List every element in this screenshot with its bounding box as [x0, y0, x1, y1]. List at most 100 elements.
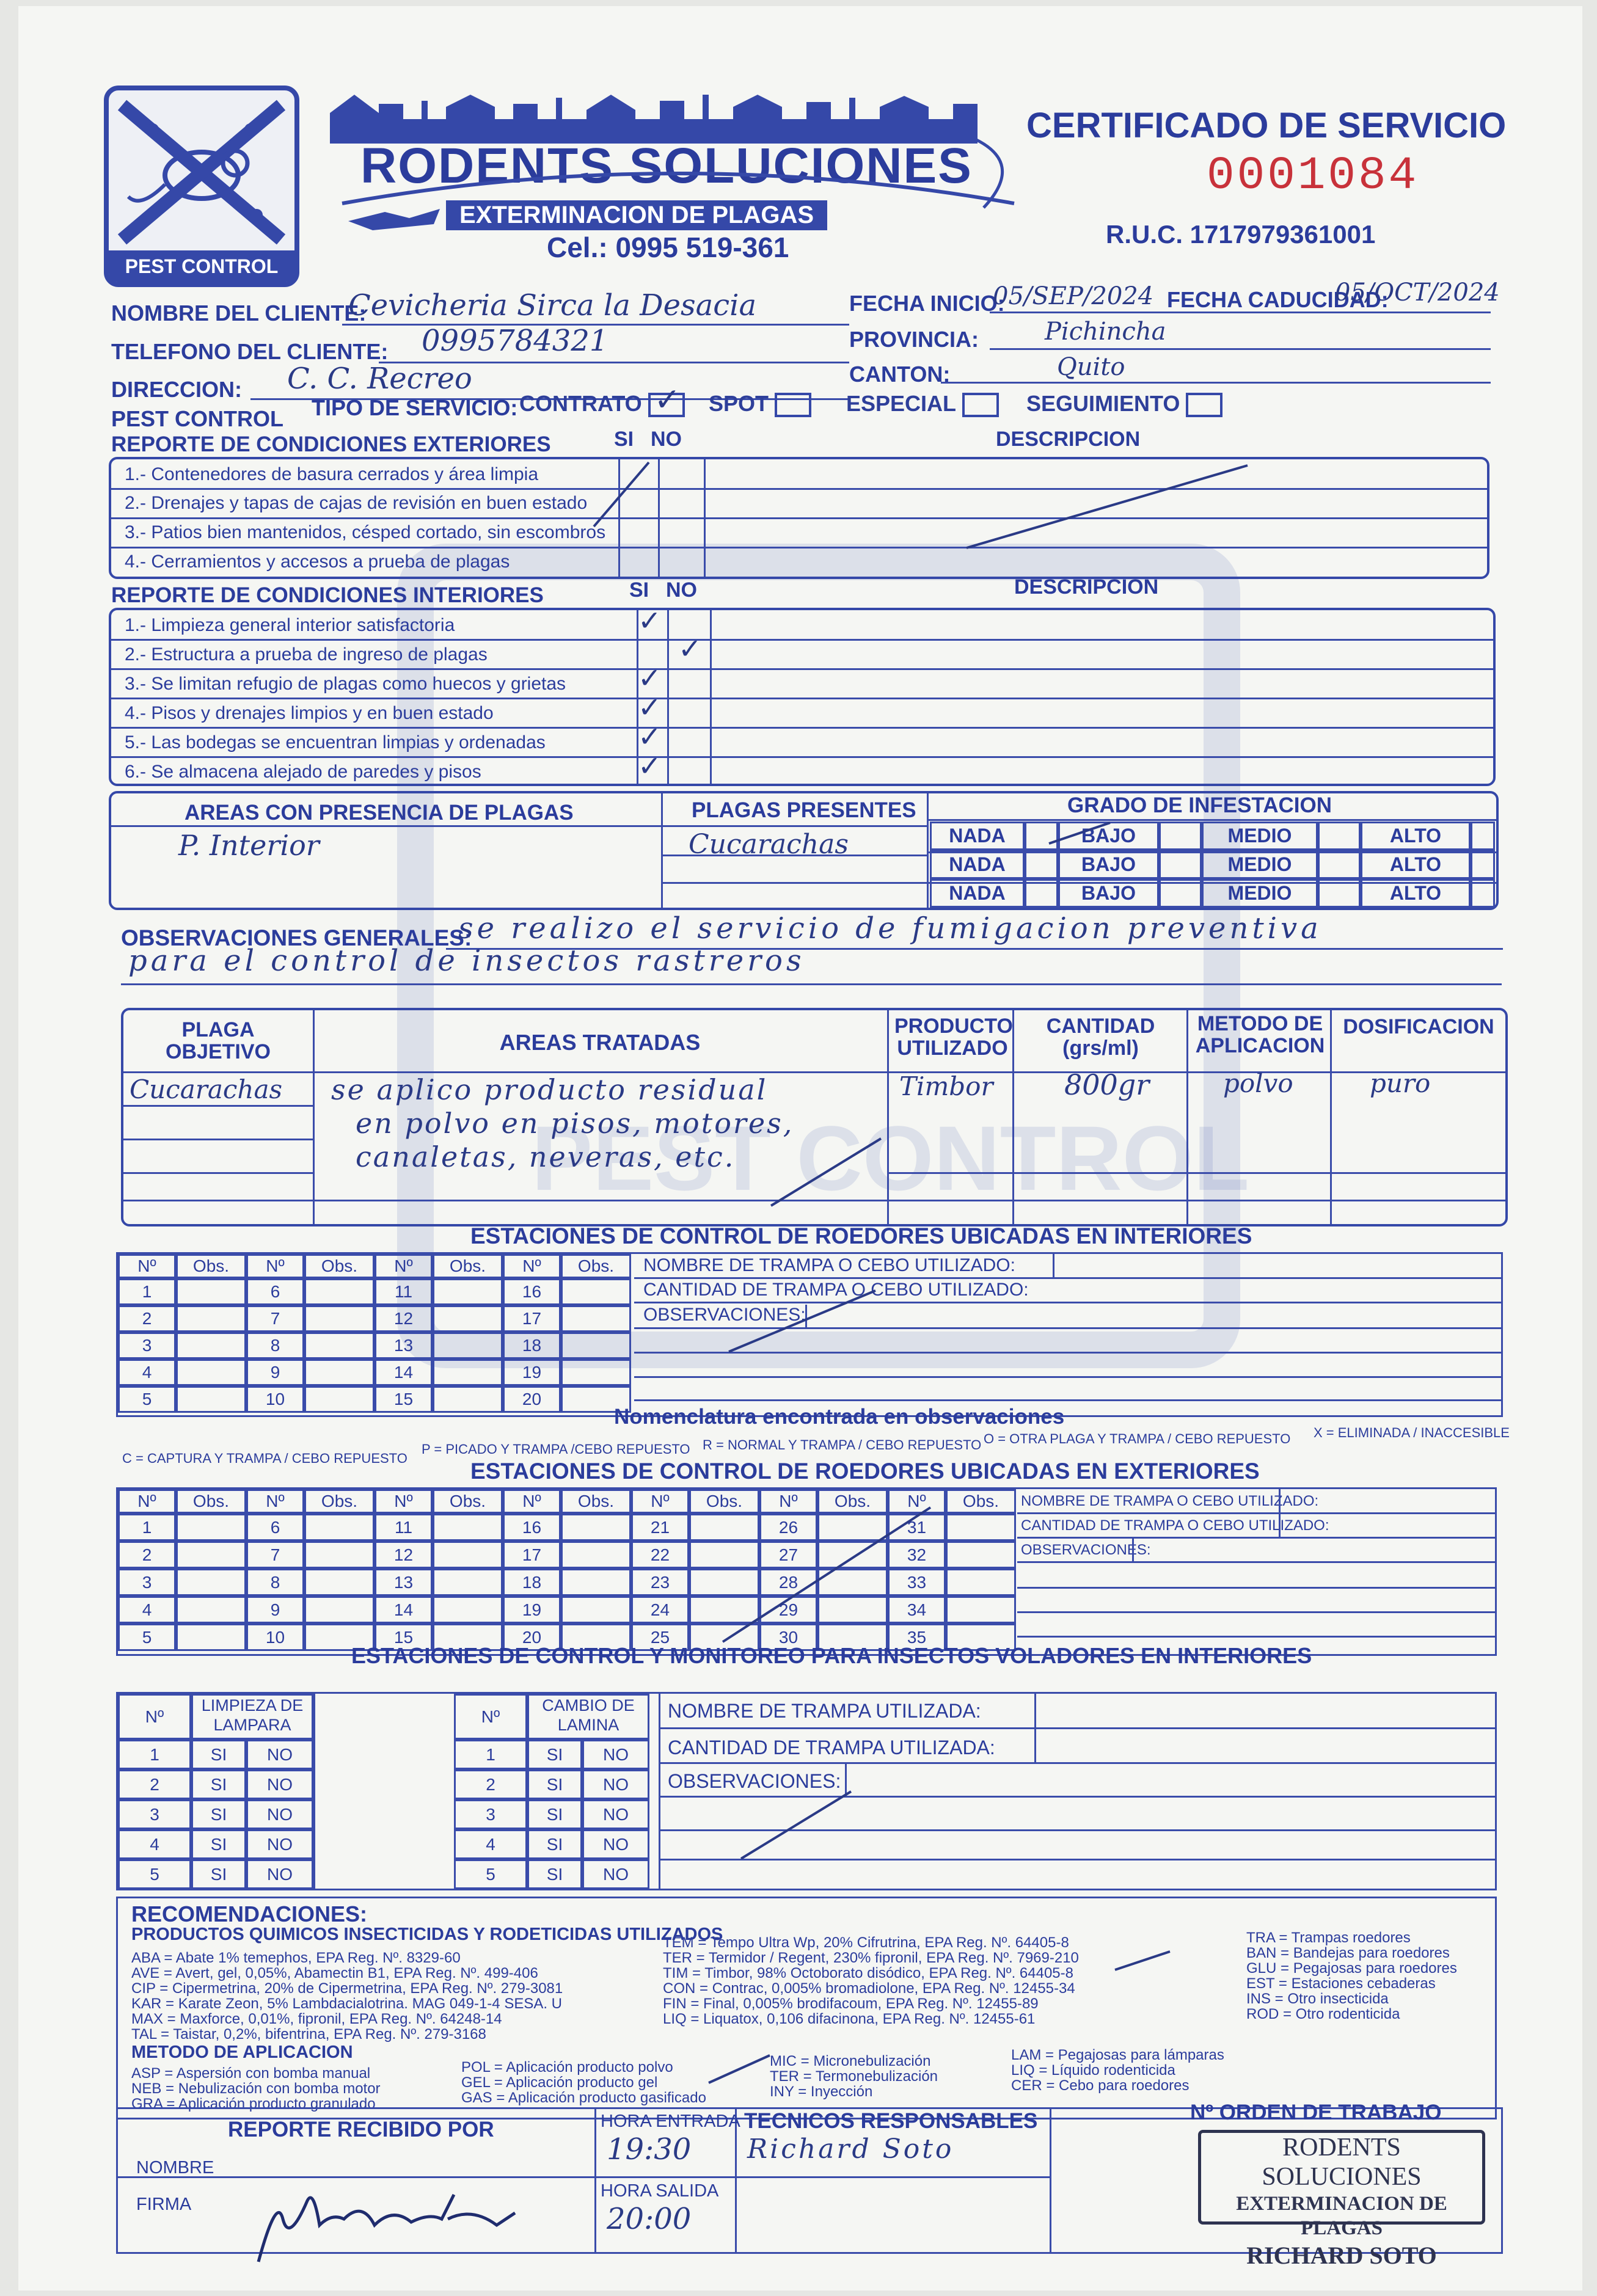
grade-check-cell[interactable]	[1471, 850, 1495, 879]
fly-no-option[interactable]: NO	[246, 1769, 313, 1799]
service-option-seguimiento[interactable]: SEGUIMIENTO	[1026, 391, 1223, 418]
station-obs-cell[interactable]	[689, 1569, 759, 1596]
fly-no-option[interactable]: NO	[246, 1829, 313, 1859]
grade-check-cell[interactable]	[1025, 850, 1058, 879]
grade-check-cell[interactable]	[1025, 822, 1058, 850]
grade-check-cell[interactable]	[1159, 879, 1202, 908]
station-obs-cell[interactable]	[433, 1541, 503, 1569]
station-obs-cell[interactable]	[561, 1596, 631, 1624]
station-obs-cell[interactable]	[304, 1278, 375, 1305]
station-obs-cell[interactable]	[304, 1514, 375, 1541]
station-obs-cell[interactable]	[689, 1514, 759, 1541]
grade-check-cell[interactable]	[1318, 850, 1361, 879]
station-obs-cell[interactable]	[433, 1596, 503, 1624]
station-obs-cell[interactable]	[433, 1514, 503, 1541]
station-number: 32	[888, 1541, 946, 1569]
station-obs-cell[interactable]	[433, 1569, 503, 1596]
station-obs-cell[interactable]	[561, 1332, 631, 1359]
grade-check-cell[interactable]	[1025, 879, 1058, 908]
service-option-especial[interactable]: ESPECIAL	[846, 391, 999, 418]
fly-si-option[interactable]: SI	[191, 1859, 246, 1889]
station-obs-cell[interactable]	[433, 1332, 503, 1359]
station-obs-cell[interactable]	[946, 1514, 1016, 1541]
fly-si-option[interactable]: SI	[527, 1829, 582, 1859]
rodent-interior-trap-qty-label: CANTIDAD DE TRAMPA O CEBO UTILIZADO:	[643, 1280, 1029, 1300]
station-obs-cell[interactable]	[176, 1624, 246, 1651]
station-obs-cell[interactable]	[176, 1569, 246, 1596]
service-option-contrato-checkbox[interactable]: ✓	[648, 382, 685, 418]
service-option-especial-checkbox[interactable]	[962, 393, 999, 418]
station-obs-cell[interactable]	[946, 1624, 1016, 1651]
station-obs-cell[interactable]	[817, 1624, 888, 1651]
station-obs-cell[interactable]	[304, 1569, 375, 1596]
station-obs-cell[interactable]	[176, 1359, 246, 1386]
fly-no-option[interactable]: NO	[246, 1799, 313, 1829]
grade-check-cell[interactable]	[1471, 822, 1495, 850]
station-obs-cell[interactable]	[561, 1541, 631, 1569]
station-obs-cell[interactable]	[176, 1332, 246, 1359]
station-obs-cell[interactable]	[433, 1624, 503, 1651]
fly-si-option[interactable]: SI	[191, 1769, 246, 1799]
station-obs-cell[interactable]	[561, 1624, 631, 1651]
station-obs-cell[interactable]	[176, 1514, 246, 1541]
fly-si-option[interactable]: SI	[191, 1740, 246, 1769]
service-option-seguimiento-checkbox[interactable]	[1186, 393, 1223, 418]
fly-no-option[interactable]: NO	[582, 1829, 649, 1859]
fly-no-option[interactable]: NO	[582, 1740, 649, 1769]
station-obs-cell[interactable]	[817, 1596, 888, 1624]
station-obs-cell[interactable]	[561, 1514, 631, 1541]
station-obs-cell[interactable]	[561, 1569, 631, 1596]
station-obs-cell[interactable]	[689, 1596, 759, 1624]
station-obs-cell[interactable]	[304, 1359, 375, 1386]
station-obs-cell[interactable]	[176, 1305, 246, 1332]
station-obs-cell[interactable]	[561, 1278, 631, 1305]
station-obs-cell[interactable]	[689, 1541, 759, 1569]
grade-check-cell[interactable]	[1318, 822, 1361, 850]
fly-si-option[interactable]: SI	[527, 1859, 582, 1889]
station-obs-cell[interactable]	[817, 1514, 888, 1541]
fly-no-option[interactable]: NO	[582, 1769, 649, 1799]
station-obs-cell[interactable]	[946, 1596, 1016, 1624]
station-obs-cell[interactable]	[817, 1569, 888, 1596]
fly-si-option[interactable]: SI	[527, 1740, 582, 1769]
station-obs-cell[interactable]	[433, 1386, 503, 1413]
grade-check-cell[interactable]	[1159, 822, 1202, 850]
station-obs-cell[interactable]	[561, 1305, 631, 1332]
fly-no-option[interactable]: NO	[582, 1859, 649, 1889]
fly-si-option[interactable]: SI	[527, 1799, 582, 1829]
rodent-exterior-title: ESTACIONES DE CONTROL DE ROEDORES UBICAD…	[470, 1459, 1260, 1484]
station-obs-cell[interactable]	[561, 1386, 631, 1413]
station-obs-cell[interactable]	[433, 1278, 503, 1305]
station-obs-cell[interactable]	[304, 1386, 375, 1413]
fly-no-option[interactable]: NO	[246, 1740, 313, 1769]
station-obs-cell[interactable]	[304, 1332, 375, 1359]
station-obs-cell[interactable]	[304, 1624, 375, 1651]
grade-check-cell[interactable]	[1471, 879, 1495, 908]
fly-no-option[interactable]: NO	[582, 1799, 649, 1829]
station-obs-cell[interactable]	[304, 1596, 375, 1624]
fly-si-option[interactable]: SI	[191, 1829, 246, 1859]
station-obs-cell[interactable]	[176, 1596, 246, 1624]
station-obs-cell[interactable]	[433, 1359, 503, 1386]
grade-check-cell[interactable]	[1318, 879, 1361, 908]
station-obs-cell[interactable]	[176, 1386, 246, 1413]
station-obs-cell[interactable]	[689, 1624, 759, 1651]
service-option-spot[interactable]: SPOT	[709, 391, 812, 418]
station-number: 7	[246, 1541, 304, 1569]
station-obs-cell[interactable]	[176, 1278, 246, 1305]
service-option-spot-checkbox[interactable]	[775, 393, 812, 418]
station-obs-cell[interactable]	[304, 1541, 375, 1569]
fly-si-option[interactable]: SI	[527, 1769, 582, 1799]
service-option-contrato[interactable]: CONTRATO✓	[519, 382, 685, 418]
grade-check-cell[interactable]	[1159, 850, 1202, 879]
station-obs-cell[interactable]	[946, 1569, 1016, 1596]
interior-no-header: NO	[666, 578, 697, 602]
station-obs-cell[interactable]	[817, 1541, 888, 1569]
fly-no-option[interactable]: NO	[246, 1859, 313, 1889]
station-obs-cell[interactable]	[561, 1359, 631, 1386]
fly-si-option[interactable]: SI	[191, 1799, 246, 1829]
station-obs-cell[interactable]	[433, 1305, 503, 1332]
station-obs-cell[interactable]	[946, 1541, 1016, 1569]
station-obs-cell[interactable]	[176, 1541, 246, 1569]
station-obs-cell[interactable]	[304, 1305, 375, 1332]
